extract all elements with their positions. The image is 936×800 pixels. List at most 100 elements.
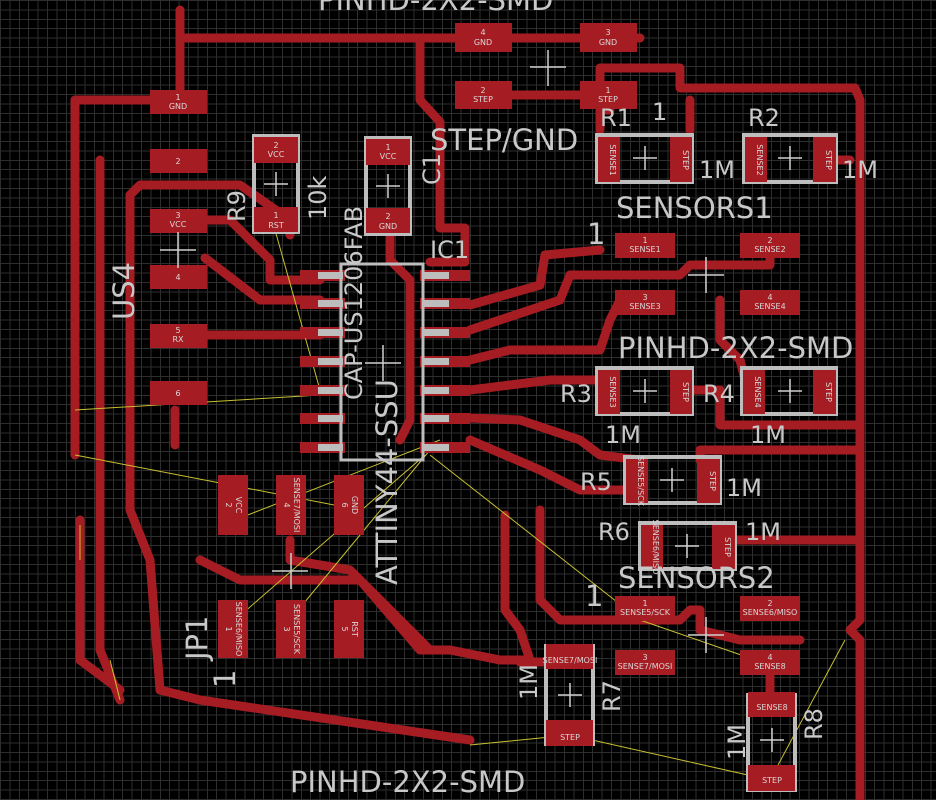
r7-pad-1[interactable]: SENSE7/MOSI <box>543 644 598 669</box>
us4-pad-4[interactable]: 4 <box>150 265 207 289</box>
ic1-pin-silk <box>318 272 449 451</box>
svg-text:1: 1 <box>273 211 278 220</box>
r6-pad-1[interactable]: SENSE6/MISO <box>641 520 663 575</box>
svg-text:VCC: VCC <box>170 220 187 229</box>
r4-pad-1[interactable]: SENSE4 <box>743 370 765 414</box>
r8-label: R8 <box>800 708 828 740</box>
us4-pad-6[interactable]: 6 <box>150 381 207 405</box>
svg-text:SENSE8: SENSE8 <box>754 662 785 671</box>
r3-value: 1M <box>605 421 641 449</box>
svg-text:2: 2 <box>224 502 233 507</box>
svg-text:1: 1 <box>642 236 647 245</box>
r5-pad-2[interactable]: STEP <box>697 459 720 503</box>
us4-pad-2[interactable]: 2 <box>150 149 207 173</box>
r1-pin1-marker: 1 <box>652 98 667 126</box>
svg-text:1: 1 <box>605 86 610 95</box>
svg-text:6: 6 <box>340 502 349 507</box>
r3-pad-2[interactable]: STEP <box>670 370 692 414</box>
r3-pad-1[interactable]: SENSE3 <box>598 370 620 414</box>
svg-text:1: 1 <box>175 93 180 102</box>
ic1-label: IC1 <box>430 236 469 264</box>
svg-text:STEP: STEP <box>473 95 493 104</box>
svg-text:VCC: VCC <box>380 152 397 161</box>
r2-pad-2[interactable]: STEP <box>813 137 836 182</box>
svg-text:SENSE1: SENSE1 <box>629 245 660 254</box>
svg-text:2: 2 <box>385 212 390 221</box>
r8-pad-2[interactable]: STEP <box>748 765 795 791</box>
svg-text:SENSE6/MISO: SENSE6/MISO <box>651 520 660 575</box>
svg-text:SENSE5/SCK: SENSE5/SCK <box>636 456 645 507</box>
ic1-value: ATTINY44-SSU <box>370 379 404 585</box>
sensors2-label: SENSORS2 <box>618 561 775 595</box>
svg-text:1: 1 <box>224 626 233 631</box>
svg-text:2: 2 <box>175 157 180 166</box>
r8-pad-1[interactable]: SENSE8 <box>748 692 795 717</box>
r1-pad-2[interactable]: STEP <box>670 137 692 182</box>
svg-text:STEP: STEP <box>681 382 690 402</box>
r6-pad-2[interactable]: STEP <box>712 525 735 569</box>
svg-text:1: 1 <box>642 599 647 608</box>
c1-value: CAP-US1206FAB <box>340 206 368 400</box>
r9-value: 10k <box>304 175 332 220</box>
svg-text:SENSE5/SCK: SENSE5/SCK <box>620 608 671 617</box>
svg-text:VCC: VCC <box>268 150 285 159</box>
r4-pad-2[interactable]: STEP <box>813 370 836 414</box>
svg-text:GND: GND <box>379 222 397 231</box>
svg-text:SENSE2: SENSE2 <box>755 144 764 175</box>
svg-text:2: 2 <box>767 236 772 245</box>
r5-pad-1[interactable]: SENSE5/SCK <box>626 456 648 507</box>
svg-text:SENSE7/MOSI: SENSE7/MOSI <box>543 656 598 665</box>
sensors1-label: SENSORS1 <box>616 191 773 225</box>
svg-text:SENSE5/SCK: SENSE5/SCK <box>292 604 301 655</box>
r1-pad-1[interactable]: SENSE1 <box>598 137 620 182</box>
svg-text:3: 3 <box>175 211 180 220</box>
r5-value: 1M <box>726 474 762 502</box>
svg-text:STEP: STEP <box>598 95 618 104</box>
svg-text:STEP: STEP <box>560 733 580 742</box>
svg-text:GND: GND <box>350 496 359 514</box>
svg-text:4: 4 <box>767 293 772 302</box>
sensors1-pin1-marker: 1 <box>587 217 605 251</box>
svg-text:STEP: STEP <box>708 471 717 491</box>
r7-value: 1M <box>515 664 543 700</box>
svg-text:3: 3 <box>642 293 647 302</box>
svg-text:RST: RST <box>268 221 284 230</box>
r2-pad-1[interactable]: SENSE2 <box>745 137 767 182</box>
svg-text:RX: RX <box>172 335 184 344</box>
r6-value: 1M <box>745 518 781 546</box>
r8-value: 1M <box>723 724 751 760</box>
r5-label: R5 <box>580 468 612 496</box>
svg-text:1: 1 <box>385 143 390 152</box>
svg-text:SENSE7/MOSI: SENSE7/MOSI <box>618 662 673 671</box>
svg-text:SENSE6/MISO: SENSE6/MISO <box>234 602 243 657</box>
us4-pad-5[interactable]: 5RX <box>150 324 207 348</box>
svg-text:GND: GND <box>599 38 617 47</box>
r7-pad-2[interactable]: STEP <box>546 720 593 746</box>
